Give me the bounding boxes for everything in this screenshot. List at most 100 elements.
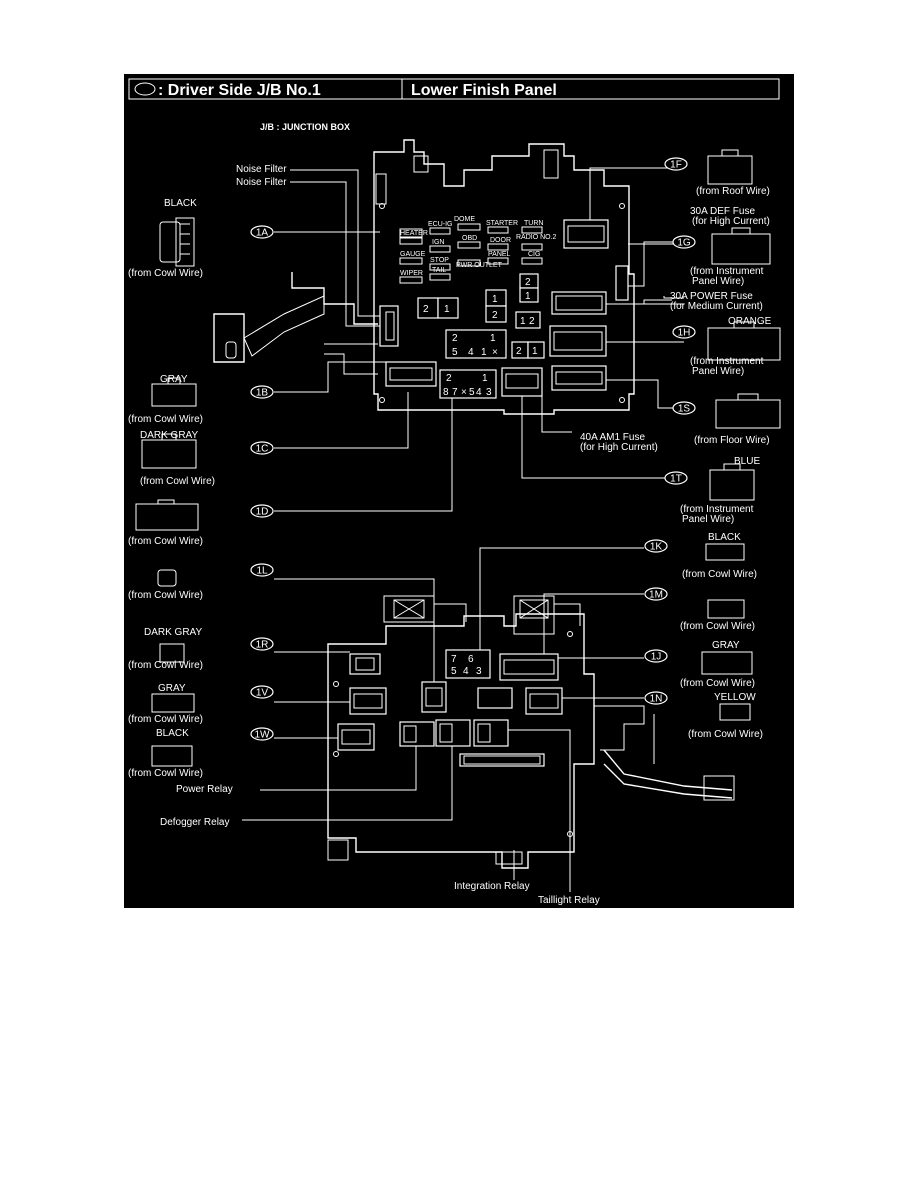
callout-oval: [672, 401, 696, 415]
callout-id-label: 1K: [650, 542, 663, 553]
connector-callout-1f: 1F: [664, 157, 688, 171]
callout-oval: [250, 685, 274, 699]
socket-1w: [337, 723, 375, 751]
callout-oval: [644, 539, 668, 553]
fuse-array: HEATER ECU-IG GAUGE IGN WIPER STOP TAIL …: [399, 216, 557, 284]
callout-oval: [664, 471, 688, 485]
callout-oval: [644, 691, 668, 705]
connector-1g-source: (from Instrument: [690, 266, 764, 277]
integration-relay-socket: [459, 753, 545, 767]
connector-1t-source-2: Panel Wire): [682, 514, 734, 525]
svg-text:4: 4: [476, 387, 482, 398]
connector-symbol-icon: [134, 82, 156, 96]
connector-face-1a: [159, 221, 181, 263]
lower-relay-block: 7 6 5 4 3: [445, 649, 491, 679]
relay-block-a: 2 1: [417, 297, 459, 319]
svg-text:4: 4: [463, 666, 469, 677]
upper-junction-box: HEATER ECU-IG GAUGE IGN WIPER STOP TAIL …: [213, 139, 635, 415]
socket-1j: [499, 653, 559, 681]
relay-block-d: 1 2: [515, 311, 541, 329]
connector-callout-1j: 1J: [644, 649, 668, 663]
callout-id-label: 1J: [651, 652, 662, 663]
callout-oval: [250, 225, 274, 239]
connector-face-1c: [141, 439, 197, 469]
callout-id-label: 1V: [256, 688, 269, 699]
svg-text:1: 1: [525, 291, 531, 302]
fuse-label-cig: CIG: [528, 251, 540, 258]
svg-text:×: ×: [461, 387, 467, 398]
connector-callout-1b: 1B: [250, 385, 274, 399]
junction-box-diagram: : Driver Side J/B No.1 Lower Finish Pane…: [128, 78, 781, 906]
connector-callout-1c: 1C: [250, 441, 274, 455]
svg-text:2: 2: [525, 277, 531, 288]
diagram-panel: : Driver Side J/B No.1 Lower Finish Pane…: [124, 74, 794, 908]
connector-callout-1g: 1G: [672, 235, 696, 249]
callout-id-label: 1H: [678, 328, 691, 339]
noise-filter-label-1: Noise Filter: [236, 164, 287, 175]
svg-text:1: 1: [490, 333, 496, 344]
svg-text:5: 5: [469, 387, 475, 398]
svg-text:2: 2: [452, 333, 458, 344]
connector-face-1k: [705, 543, 745, 561]
socket-1n: [525, 687, 563, 715]
fuse-label-dome: DOME: [454, 216, 475, 223]
callout-id-label: 1G: [677, 238, 691, 249]
callout-oval: [250, 504, 274, 518]
connector-1w-color: BLACK: [156, 728, 189, 739]
socket-1s: [551, 365, 607, 391]
header-title-right: Lower Finish Panel: [411, 82, 557, 99]
connector-1d-source: (from Cowl Wire): [128, 536, 203, 547]
connector-face-1b: [151, 383, 197, 407]
fuse-label-pwr-outlet: PWR OUTLET: [456, 262, 503, 269]
svg-text:2: 2: [516, 346, 522, 357]
callout-oval: [672, 235, 696, 249]
svg-text:5: 5: [452, 347, 458, 358]
svg-text:1: 1: [444, 304, 450, 315]
relay-block-b: 1 2: [485, 289, 507, 323]
svg-text:8: 8: [443, 387, 449, 398]
callout-oval: [250, 727, 274, 741]
connector-face-1j: [701, 651, 753, 675]
callout-oval: [250, 441, 274, 455]
power-relay-label: Power Relay: [176, 784, 233, 795]
svg-text:1: 1: [492, 294, 498, 305]
connector-1n-source: (from Cowl Wire): [688, 729, 763, 740]
connector-1n-color: YELLOW: [714, 692, 756, 703]
def-fuse-label: 30A DEF Fuse: [690, 206, 755, 217]
callout-id-label: 1N: [650, 694, 663, 705]
socket-1t: [501, 367, 543, 397]
defogger-relay-label: Defogger Relay: [160, 817, 229, 828]
connector-face-1f: [707, 155, 753, 185]
callout-id-label: 1F: [670, 160, 682, 171]
fuse-label-heater: HEATER: [400, 230, 428, 237]
callout-oval: [644, 649, 668, 663]
connector-1a-source: (from Cowl Wire): [128, 268, 203, 279]
relay-block-f: 2 1 5 4 1 ×: [445, 329, 507, 359]
connector-callout-1w: 1W: [250, 727, 274, 741]
callout-id-label: 1W: [255, 730, 271, 741]
callout-oval: [672, 325, 696, 339]
connector-faces: [135, 149, 781, 767]
connector-face-1g: [711, 233, 771, 265]
callout-id-label: 1R: [256, 640, 269, 651]
junction-box-subtitle: J/B : JUNCTION BOX: [260, 122, 350, 132]
svg-text:2: 2: [529, 316, 535, 327]
connector-callout-1h: 1H: [672, 325, 696, 339]
am1-fuse-sub-label: (for High Current): [580, 442, 658, 453]
socket-1g: [551, 291, 607, 315]
svg-text:2: 2: [446, 373, 452, 384]
svg-text:1: 1: [532, 346, 538, 357]
connector-1w-source: (from Cowl Wire): [128, 768, 203, 779]
svg-text:5: 5: [451, 666, 457, 677]
connector-callout-1n: 1N: [644, 691, 668, 705]
def-fuse-sub-label: (for High Current): [692, 216, 770, 227]
svg-text:1: 1: [481, 347, 487, 358]
fuse-label-tail: TAIL: [432, 267, 446, 274]
power-fuse-sub-label: (for Medium Current): [670, 301, 763, 312]
callout-id-label: 1T: [670, 474, 682, 485]
callout-id-label: 1L: [256, 566, 268, 577]
callout-oval: [250, 563, 274, 577]
connector-callout-1t: 1T: [664, 471, 688, 485]
header-bar: : Driver Side J/B No.1 Lower Finish Pane…: [128, 78, 780, 100]
